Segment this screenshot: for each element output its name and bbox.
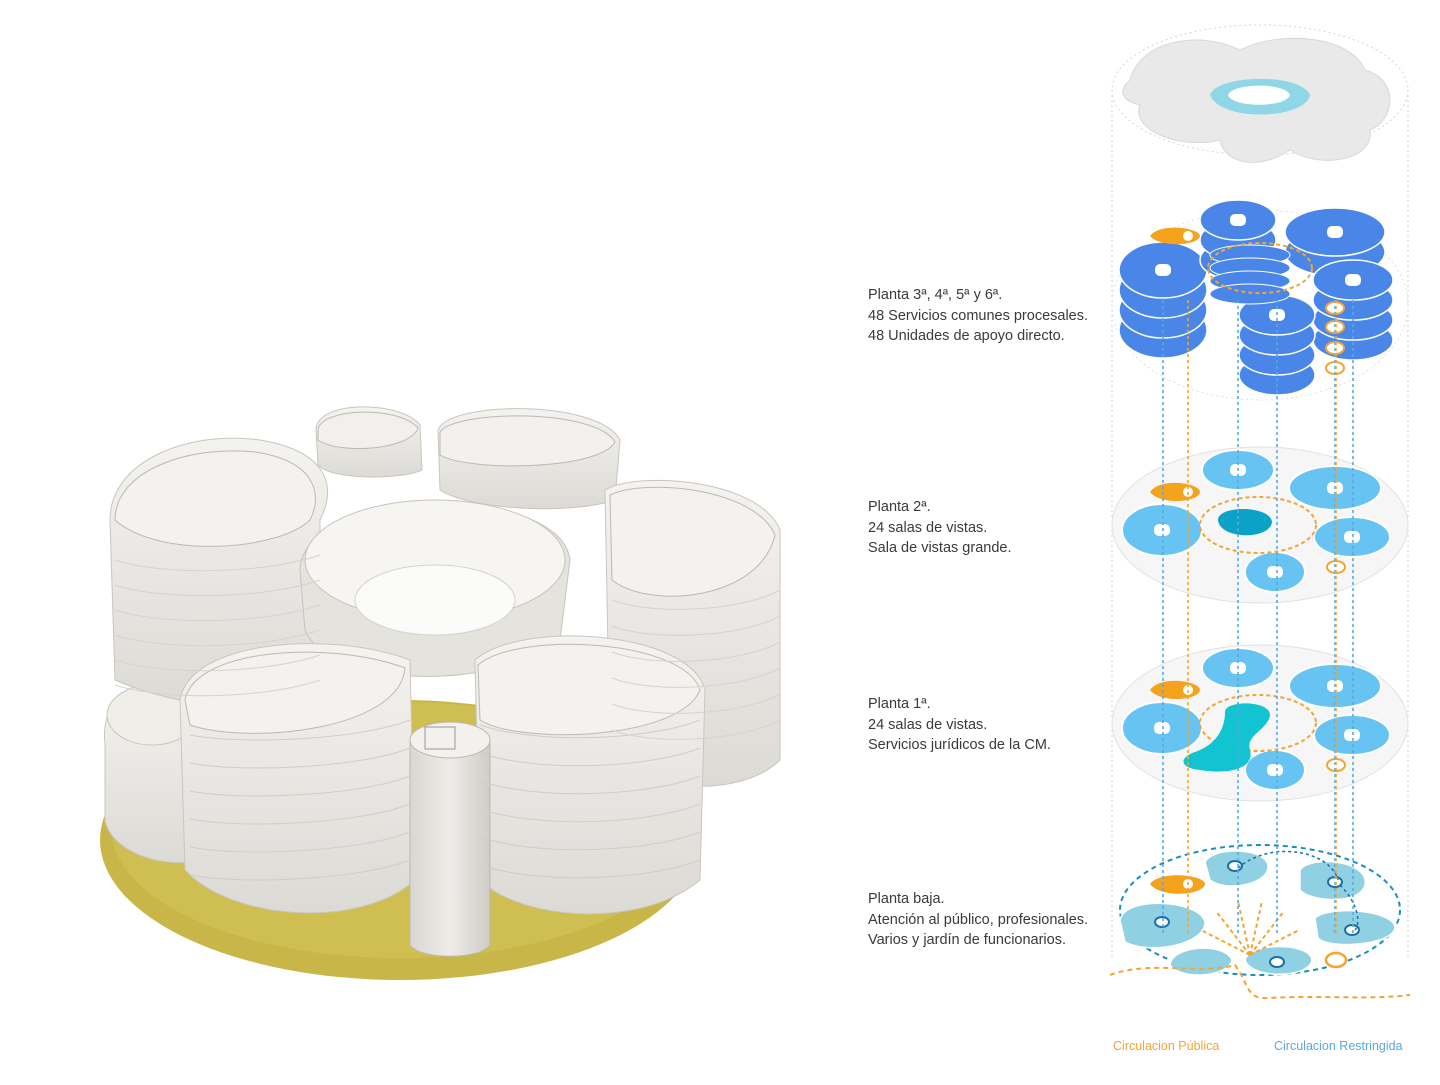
model-floor-line xyxy=(479,719,701,739)
ground-floor-pod xyxy=(1169,947,1233,976)
floor-label-first-line-3: Servicios jurídicos de la CM. xyxy=(868,737,1051,753)
vertical-core-icon xyxy=(1345,274,1361,286)
first-floor-public-loop xyxy=(1199,694,1317,752)
floor-label-upper-line-1: Planta 3ª, 4ª, 5ª y 6ª. xyxy=(868,287,1003,303)
public-flow-arrow xyxy=(1237,901,1251,956)
model-floor-line xyxy=(479,803,701,823)
restricted-core-icon xyxy=(1154,916,1170,928)
public-core-dot xyxy=(1183,231,1193,241)
vertical-core-icon xyxy=(1154,722,1170,734)
restricted-core-icon xyxy=(1269,956,1285,968)
model-floor-line xyxy=(611,641,781,662)
vertical-core-icon xyxy=(1327,226,1343,238)
model-floor-line xyxy=(189,747,411,769)
floor-label-upper: Planta 3ª, 4ª, 5ª y 6ª. 48 Servicios com… xyxy=(868,285,1118,347)
public-core-icon xyxy=(1150,875,1205,894)
vertical-core-icon xyxy=(1344,531,1360,543)
model-floor-line xyxy=(114,629,321,647)
model-floor-line xyxy=(114,554,321,572)
public-flow-arrow xyxy=(1249,910,1285,956)
restricted-flow xyxy=(1237,850,1359,931)
model-details xyxy=(114,554,781,881)
model-floor-line xyxy=(189,775,411,797)
model-pod-back-small xyxy=(315,406,423,478)
model-floor-line xyxy=(189,859,411,881)
restricted-core-icon xyxy=(1344,924,1360,936)
model-floor-line xyxy=(479,775,701,795)
vertical-core-icon xyxy=(1344,729,1360,741)
upper-floors-level xyxy=(1111,199,1409,401)
model-floor-line xyxy=(611,667,781,688)
model-floor-line xyxy=(611,615,781,636)
model-floor-line xyxy=(114,654,321,672)
floor-label-upper-line-2: 48 Servicios comunes procesales. xyxy=(868,307,1089,324)
ground-floor-level xyxy=(1109,844,1411,1000)
model-floor-line xyxy=(611,693,781,714)
floor-label-ground: Planta baja. Atención al público, profes… xyxy=(868,889,1118,951)
model-floor-line xyxy=(611,719,781,740)
model-floor-line xyxy=(114,604,321,622)
vertical-core-icon xyxy=(1154,524,1170,536)
public-flow-arrow xyxy=(1200,929,1251,956)
model-floor-line xyxy=(479,859,701,879)
floor-label-first: Planta 1ª. 24 salas de vistas. Servicios… xyxy=(868,694,1118,756)
model-core-tower xyxy=(409,721,491,957)
model-pod-left-small xyxy=(103,684,201,864)
second-floor-level xyxy=(1111,446,1409,604)
floor-label-ground-line-2: Atención al público, profesionales. xyxy=(868,911,1089,928)
model-floor-line xyxy=(479,747,701,767)
floor-label-ground-line-3: Varios y jardín de funcionarios. xyxy=(868,932,1067,948)
model-floor-line xyxy=(114,679,321,697)
model-pod-front-right xyxy=(474,635,706,915)
model-floor-line xyxy=(189,831,411,853)
floor-label-second-line-1: Planta 2ª. xyxy=(868,499,931,515)
ground-floor-pods xyxy=(1119,850,1396,976)
model-floor-line xyxy=(189,719,411,741)
public-circulation-path xyxy=(1109,963,1411,1000)
legal-services-area xyxy=(1183,703,1270,772)
floor-label-ground-line-1: Planta baja. xyxy=(868,891,945,907)
public-flow-arrow xyxy=(1249,901,1263,956)
floor-label-second-line-2: 24 salas de vistas. xyxy=(868,519,988,536)
vertical-core-icon xyxy=(1267,764,1283,776)
model-pod-front-left xyxy=(179,643,416,914)
floor-label-second-line-3: Sala de vistas grande. xyxy=(868,540,1012,556)
vertical-core-icon xyxy=(1155,264,1171,276)
roof-level xyxy=(1122,37,1391,163)
legend-restricted-circulation: Circulacion Restringida xyxy=(1274,1039,1403,1053)
floor-label-first-line-2: 24 salas de vistas. xyxy=(868,716,988,733)
vertical-core-icon xyxy=(1267,566,1283,578)
building-model xyxy=(100,406,781,980)
upper-center-ring xyxy=(1209,283,1291,305)
vertical-core-icon xyxy=(1230,214,1246,226)
model-floor-line xyxy=(189,803,411,825)
model-pod-back-right xyxy=(437,408,621,510)
model-central-atrium xyxy=(299,499,571,677)
exploded-diagram xyxy=(1109,24,1411,1000)
second-floor-public-loop xyxy=(1199,496,1317,554)
model-floor-line xyxy=(611,589,781,610)
floor-label-upper-line-3: 48 Unidades de apoyo directo. xyxy=(868,328,1065,344)
model-floor-line xyxy=(479,831,701,851)
model-floor-line xyxy=(114,579,321,597)
vertical-circulation-lines xyxy=(1162,300,1354,935)
public-flow-arrow xyxy=(1249,929,1300,956)
floor-label-first-line-1: Planta 1ª. xyxy=(868,696,931,712)
large-courtroom xyxy=(1218,508,1272,536)
public-flow-arrow xyxy=(1215,910,1251,956)
first-floor-level xyxy=(1111,644,1409,802)
upper-pod-stacks xyxy=(1118,199,1394,396)
upper-public-loop xyxy=(1207,242,1313,294)
public-stair-icon xyxy=(1324,951,1348,969)
floor-label-second: Planta 2ª. 24 salas de vistas. Sala de v… xyxy=(868,497,1118,559)
legend-public-circulation: Circulacion Pública xyxy=(1113,1039,1220,1053)
